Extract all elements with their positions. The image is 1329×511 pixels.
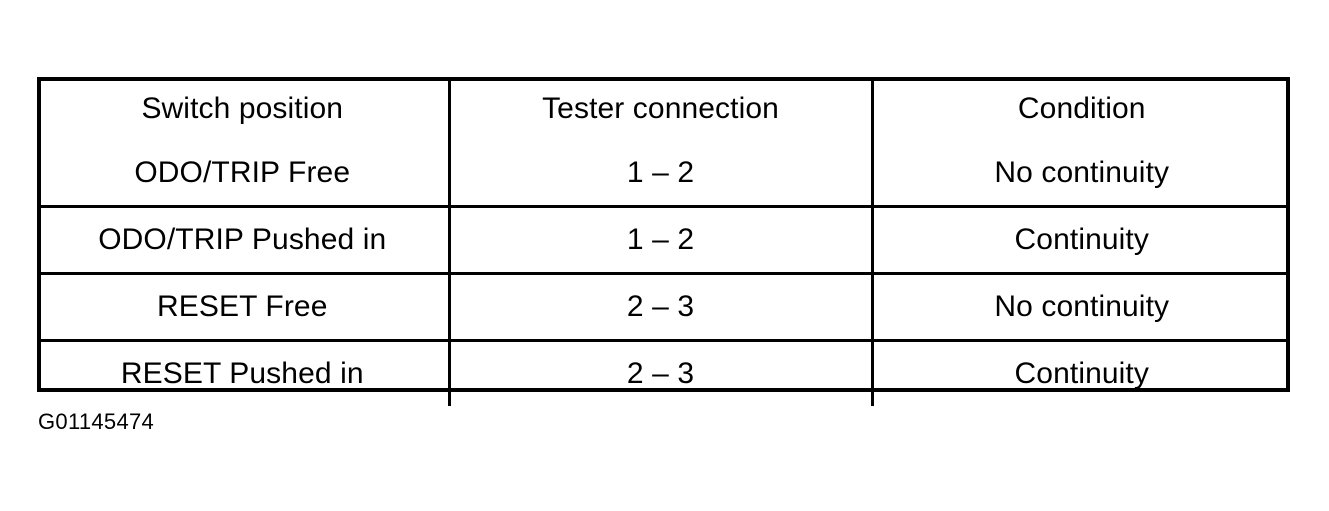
cell-condition: No continuity — [872, 273, 1290, 342]
cell-tester-connection: 2 – 3 — [449, 273, 874, 342]
table-row: ODO/TRIP Free 1 – 2 No continuity — [37, 141, 1290, 208]
column-header-switch-position: Switch position — [37, 77, 451, 141]
cell-condition: Continuity — [1014, 357, 1149, 390]
table-header-row: Switch position Tester connection Condit… — [37, 77, 1290, 141]
table-row: ODO/TRIP Pushed in 1 – 2 Continuity — [37, 206, 1290, 275]
cell-tester-connection: 1 – 2 — [449, 206, 874, 275]
cell-switch-position: ODO/TRIP Pushed in — [37, 206, 451, 275]
column-header-tester-connection: Tester connection — [449, 77, 874, 141]
cell-condition: No continuity — [872, 141, 1290, 208]
cell-switch-position: RESET Free — [37, 273, 451, 342]
cell-tester-connection: 2 – 3 — [449, 340, 874, 406]
table-row: RESET Pushed in 2 – 3 Continuity — [37, 340, 1290, 406]
figure-caption: G01145474 — [38, 409, 155, 434]
column-header-condition: Condition — [1017, 92, 1146, 125]
cell-switch-position: ODO/TRIP Free — [37, 141, 451, 208]
switch-continuity-table: Switch position Tester connection Condit… — [37, 77, 1290, 406]
cell-tester-connection: 1 – 2 — [449, 141, 874, 208]
cell-switch-position: RESET Pushed in — [37, 340, 451, 406]
cell-condition: Continuity — [872, 206, 1290, 275]
table-row: RESET Free 2 – 3 No continuity — [37, 273, 1290, 342]
